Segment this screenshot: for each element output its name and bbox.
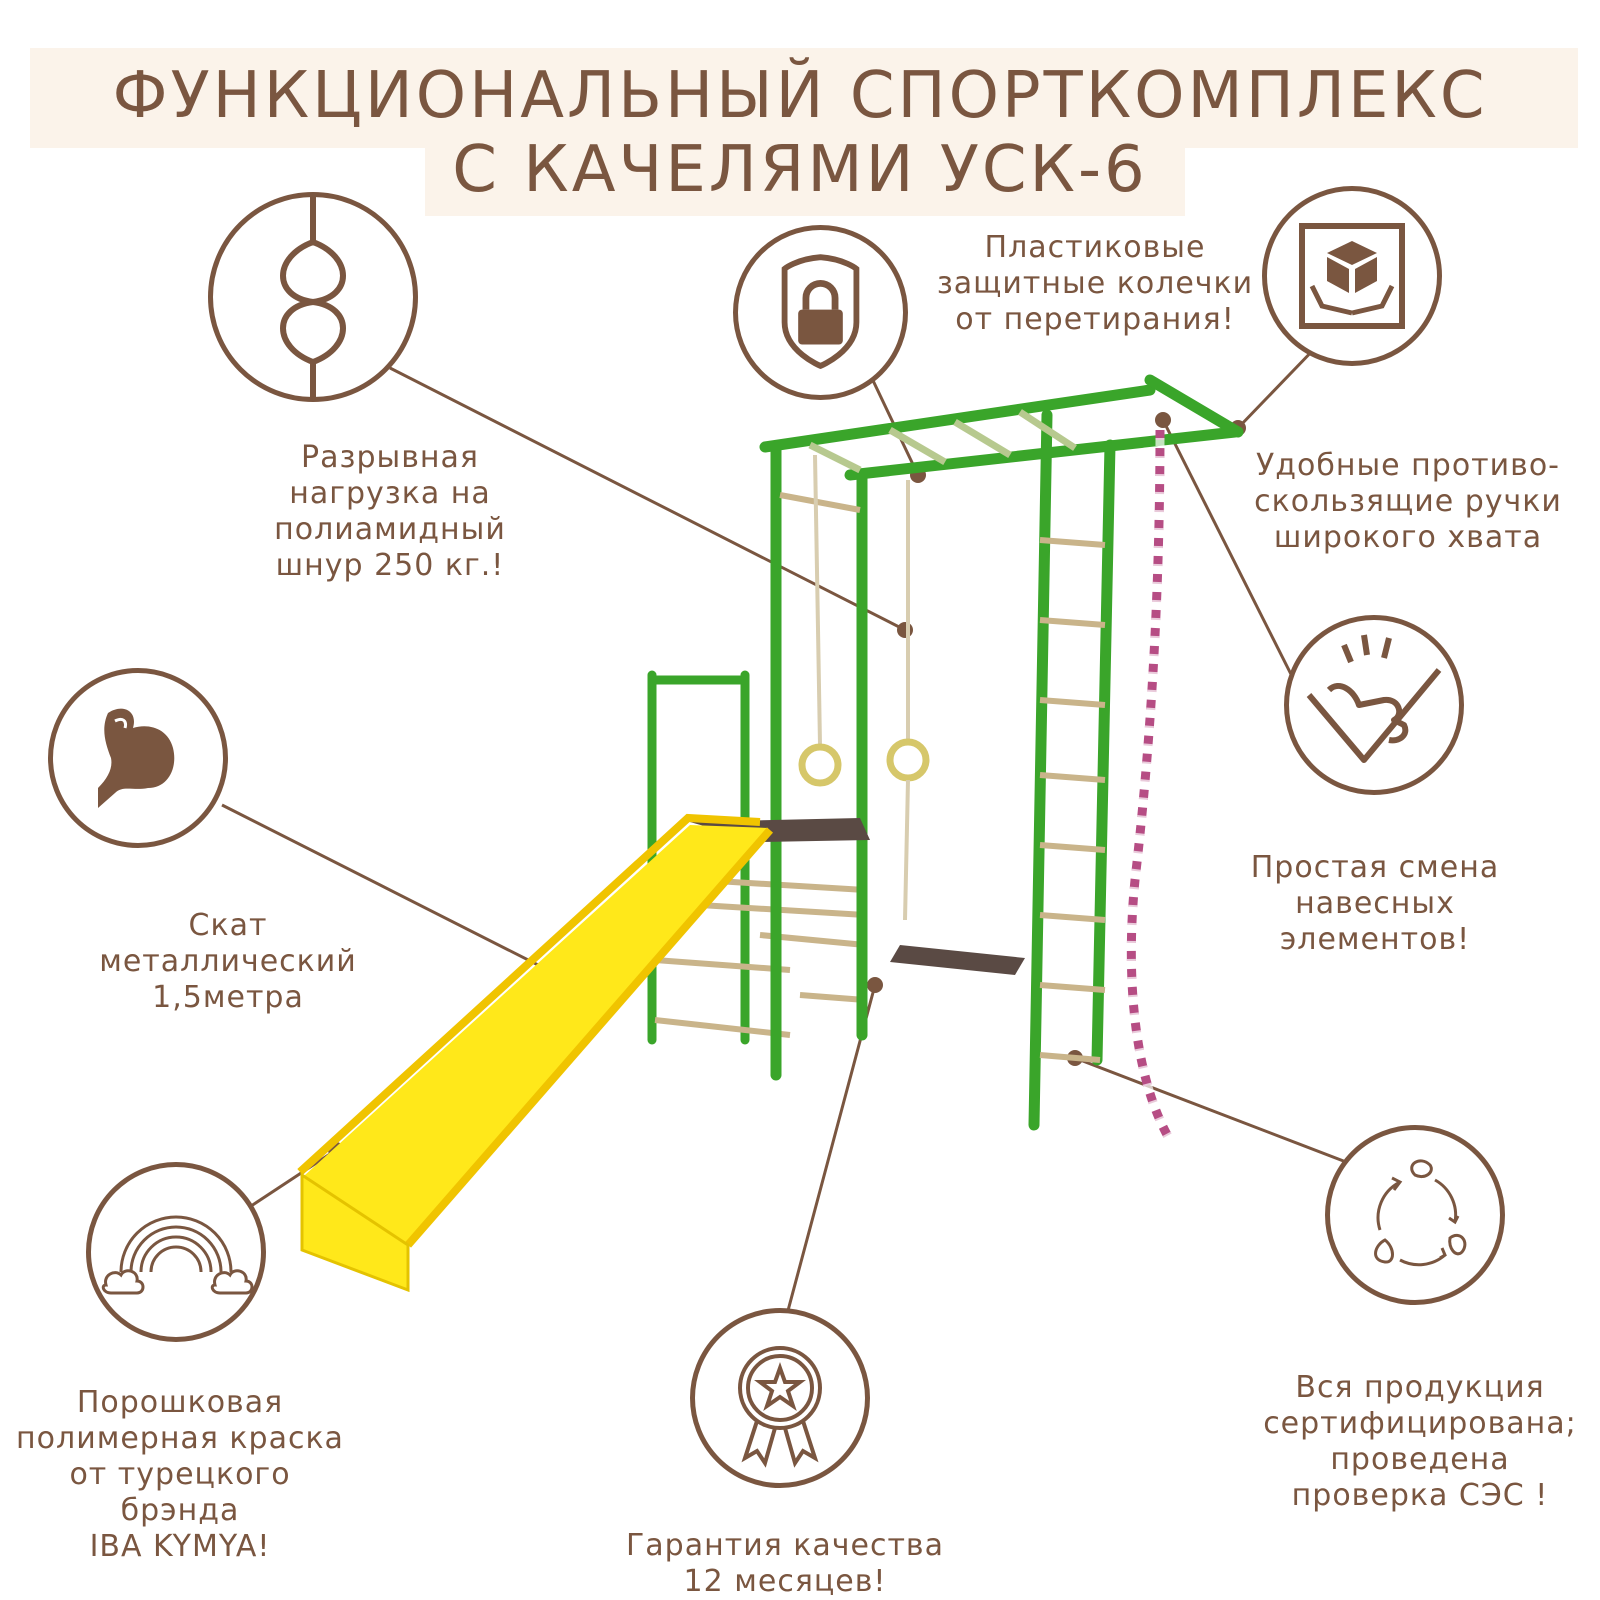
protection-feature-label: Пластиковые защитные колечки от перетира…: [936, 230, 1254, 337]
small-tower-rungs: [654, 877, 866, 1038]
slide: [297, 813, 774, 1293]
handles-feature-circle: [1262, 186, 1442, 366]
slide-feature-label: Скат металлический 1,5метра: [99, 908, 357, 1015]
title-line-2: С КАЧЕЛЯМИ УСК-6: [452, 133, 1148, 207]
warranty-feature-circle: [690, 1308, 870, 1488]
change-feature-label: Простая смена навесных элементов!: [1250, 850, 1500, 957]
change-feature-circle: [1284, 615, 1464, 795]
hand-check-icon: [1306, 634, 1442, 763]
title-band: [30, 48, 1578, 148]
gym-rings: [798, 454, 930, 787]
paint-feature-label: Порошковая полимерная краска от турецког…: [16, 1385, 344, 1564]
box-hands-icon: [1299, 223, 1405, 329]
title-band-lower: [425, 138, 1185, 216]
certified-feature-circle: [1325, 1125, 1505, 1305]
protection-feature-circle: [733, 225, 908, 400]
swing: [890, 779, 1025, 975]
certified-feature-label: Вся продукция сертифицирована; проведена…: [1263, 1370, 1577, 1513]
warranty-feature-label: Гарантия качества 12 месяцев!: [626, 1528, 944, 1599]
award-star-icon: [738, 1346, 822, 1468]
rainbow-icon: [101, 1215, 254, 1295]
rope-feature-circle: [208, 192, 418, 402]
slide-feature-circle: [48, 668, 228, 848]
monkey-bars: [808, 409, 1077, 474]
ladder-rungs: [779, 492, 1106, 1063]
rope-feature-label: Разрывная нагрузка на полиамидный шнур 2…: [274, 440, 506, 583]
muscle-arm-icon: [98, 708, 175, 808]
recycle-leaves-icon: [1374, 1159, 1467, 1267]
main-frame: [759, 374, 1244, 1131]
shield-lock-icon: [781, 254, 860, 370]
paint-feature-circle: [86, 1162, 266, 1342]
title-line-1: ФУНКЦИОНАЛЬНЫЙ СПОРТКОМПЛЕКС: [112, 59, 1488, 133]
handles-feature-label: Удобные противо- скользящие ручки широко…: [1254, 448, 1562, 555]
rope-knot-icon: [280, 197, 346, 397]
